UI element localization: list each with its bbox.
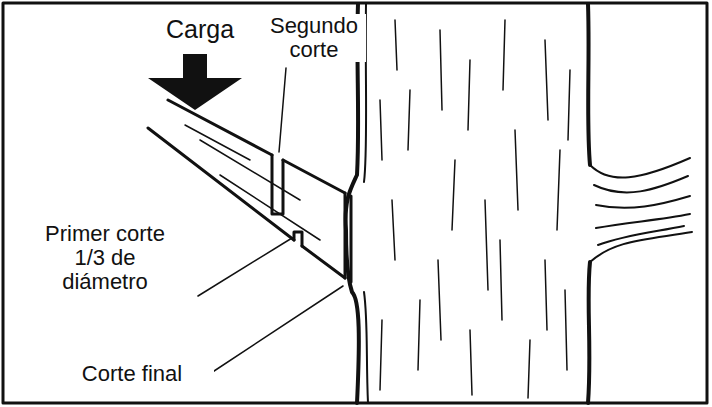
branch-stub xyxy=(590,158,692,262)
final-cut xyxy=(345,193,351,282)
load-arrow xyxy=(148,54,242,110)
load-label: Carga xyxy=(148,16,252,43)
second-cut xyxy=(272,155,283,214)
cut-label: Primer corte 1/3 de diámetro xyxy=(28,222,182,293)
first-cut xyxy=(294,232,302,246)
frame xyxy=(3,3,707,403)
leader-line xyxy=(208,286,343,375)
trunk-edge xyxy=(346,4,359,403)
branch-edge xyxy=(168,100,345,193)
bark-texture xyxy=(380,20,570,398)
trunk-bark xyxy=(364,4,368,403)
trunk-edge xyxy=(588,4,590,403)
cut-label: Corte final xyxy=(50,362,214,386)
cut-label: Segundo corte xyxy=(262,14,366,62)
leader-line xyxy=(198,238,292,296)
leader-line xyxy=(279,68,286,152)
branch-grain xyxy=(185,125,320,240)
